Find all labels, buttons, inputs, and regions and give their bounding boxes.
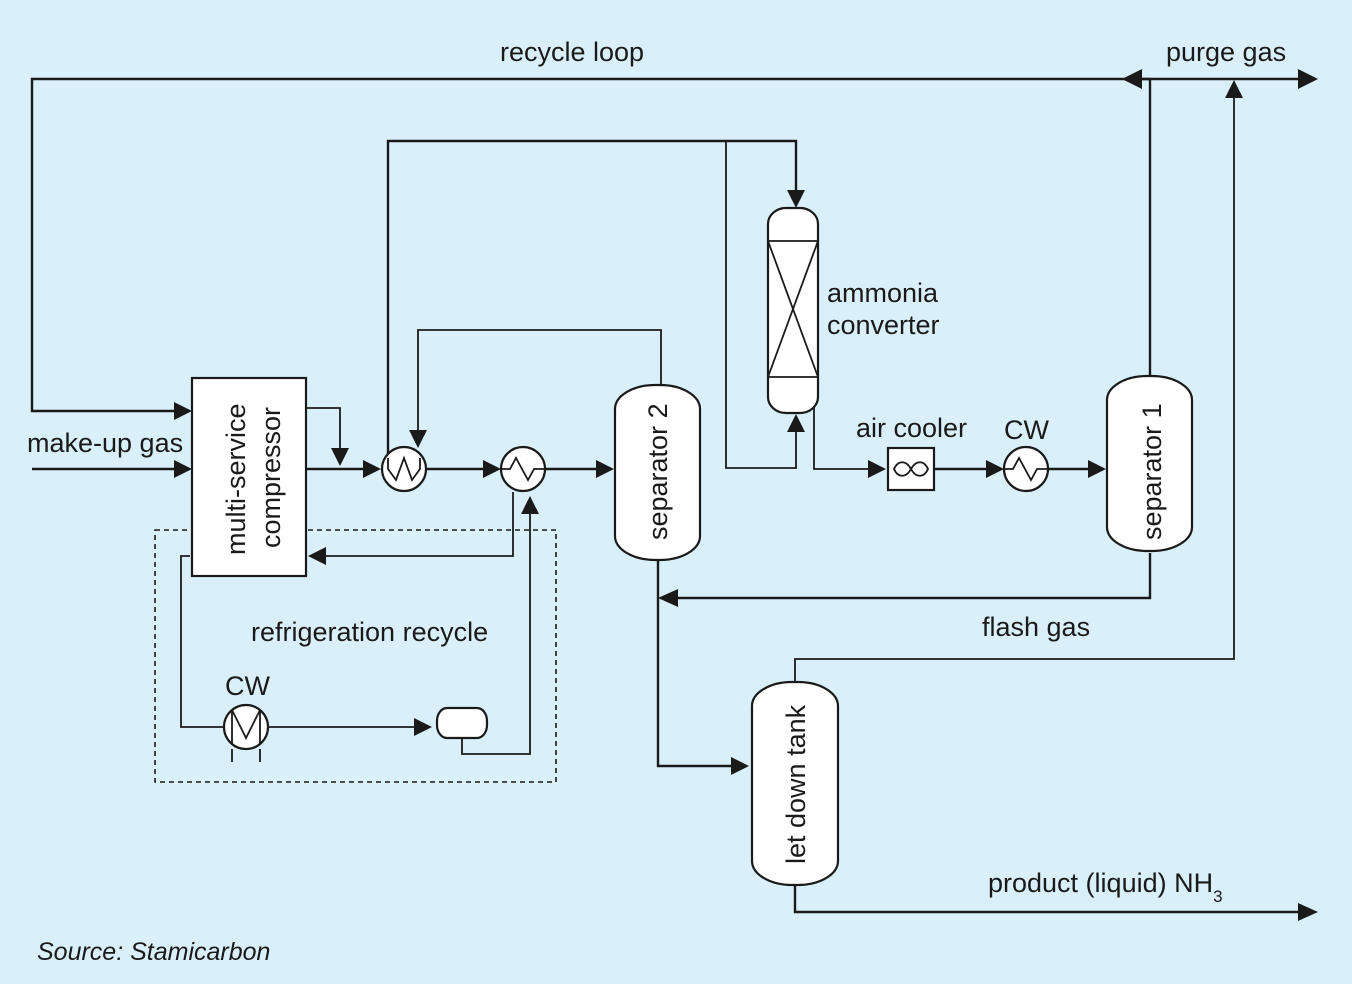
arrow-to-cw	[986, 460, 1004, 478]
ammonia-converter-label-1: ammonia	[827, 278, 939, 308]
flash-gas-line	[676, 553, 1152, 600]
air-cooler-label: air cooler	[856, 413, 967, 443]
cw-refrig-label: CW	[225, 671, 270, 701]
equipment	[190, 206, 1194, 887]
arrow-makeup-to-compressor	[174, 460, 192, 478]
product-label: product (liquid) NH3	[988, 868, 1223, 906]
separator-1-vessel	[1105, 374, 1194, 553]
compressor-label-1: multi-service	[221, 403, 251, 555]
cw-main-label: CW	[1004, 415, 1049, 445]
feed-effluent-exchanger	[380, 445, 428, 493]
arrow-to-purge-up	[1225, 80, 1243, 98]
separator-1-label: separator 1	[1137, 403, 1167, 540]
arrow-to-sep2	[596, 460, 614, 478]
arrow-converter-top	[787, 190, 805, 208]
refrig-receiver-out-line	[461, 512, 531, 755]
arrow-to-aircooler	[868, 460, 886, 478]
arrow-refrig-to-receiver	[414, 718, 432, 736]
arrow-purge-right	[1298, 69, 1318, 89]
makeup-gas-label: make-up gas	[27, 428, 183, 458]
source-label: Source: Stamicarbon	[37, 938, 270, 966]
sep2-gas-return-line	[417, 329, 662, 432]
hx1-to-converter-top-line	[386, 139, 798, 458]
refrig-receiver	[435, 706, 489, 740]
multi-service-compressor	[190, 376, 308, 578]
product-label-main: product (liquid) NH	[988, 868, 1213, 898]
refrig-return-line	[325, 492, 514, 557]
arrow-product	[1298, 903, 1318, 921]
letdown-vapour-line	[794, 96, 1235, 682]
arrow-converter-bottom	[787, 414, 805, 432]
arrow-purge-left	[1122, 69, 1142, 89]
separator-2-label: separator 2	[643, 403, 673, 540]
arrow-to-hx1	[363, 460, 381, 478]
compressor-label-2: compressor	[256, 407, 286, 548]
process-lines	[30, 77, 1300, 914]
arrow-to-sep1	[1088, 460, 1106, 478]
letdown-tank-label: let down tank	[781, 704, 811, 864]
flash-gas-label: flash gas	[982, 612, 1090, 642]
letdown-tank-vessel	[750, 680, 840, 887]
arrow-refrig-to-compressor	[308, 547, 326, 565]
compressor-bypass-line	[306, 407, 341, 450]
cw-cooler	[1002, 445, 1050, 493]
arrow-bypass-down	[331, 448, 349, 466]
sep2-to-letdown-line	[656, 560, 732, 768]
air-cooler	[886, 446, 936, 492]
refrigerated-exchanger	[499, 445, 547, 493]
converter-bottom-feed-line	[725, 141, 797, 469]
flow-arrows	[174, 69, 1318, 921]
product-label-subscript: 3	[1213, 887, 1222, 906]
arrow-gas-to-hx1	[409, 430, 427, 448]
product-line	[793, 885, 1300, 914]
ammonia-converter-vessel	[766, 206, 820, 415]
converter-outlet-line	[813, 405, 870, 470]
separator-2-vessel	[613, 383, 702, 562]
refrigeration-recycle-label: refrigeration recycle	[251, 617, 488, 647]
refrig-cw-condenser	[222, 703, 270, 762]
arrow-to-hx2	[483, 460, 501, 478]
labels: recycle loop purge gas make-up gas multi…	[27, 37, 1286, 966]
recycle-loop-label: recycle loop	[500, 37, 644, 67]
arrow-to-letdown	[731, 757, 749, 775]
arrow-recycle-to-compressor	[174, 402, 192, 420]
arrow-refrig-to-hx2	[521, 496, 539, 514]
refrigeration-boundary	[154, 529, 557, 783]
arrow-flash-gas	[658, 589, 678, 607]
refrig-compressor-out-line	[180, 555, 224, 728]
ammonia-converter-label-2: converter	[827, 310, 940, 340]
purge-gas-label: purge gas	[1166, 37, 1286, 67]
recycle-loop-line	[30, 77, 1152, 413]
